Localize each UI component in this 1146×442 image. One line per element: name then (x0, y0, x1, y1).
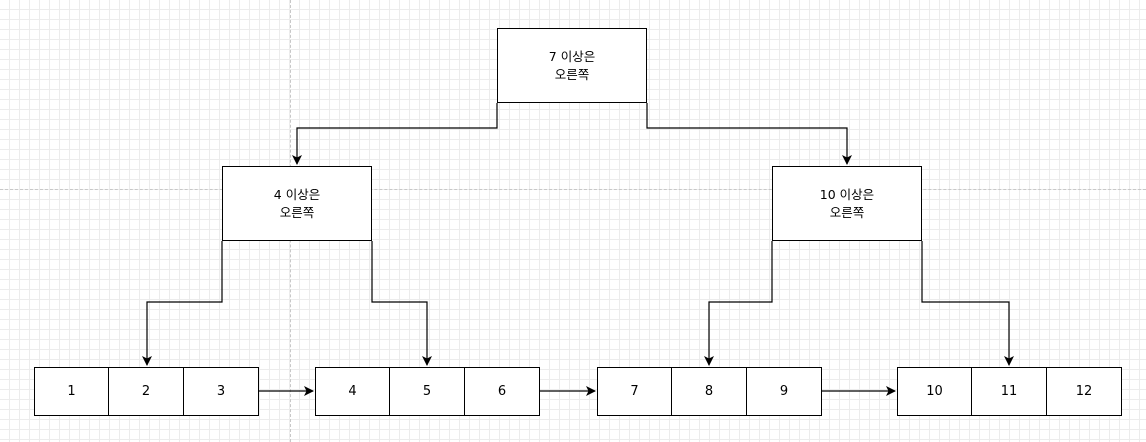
leaf-node-1[interactable]: 1 2 3 (34, 367, 259, 416)
edge-right-node-to-leaf-4 (921, 241, 1014, 366)
leaf-cell: 11 (972, 367, 1047, 416)
leaf-cell: 7 (597, 367, 672, 416)
leaf-cell: 12 (1047, 367, 1122, 416)
right-node-line1: 10 이상은 (819, 186, 875, 202)
left-node-line1: 4 이상은 (273, 186, 321, 202)
root-node-line1: 7 이상은 (548, 48, 596, 64)
root-node-line2: 오른쪽 (554, 66, 590, 82)
leaf-node-3[interactable]: 7 8 9 (597, 367, 822, 416)
leaf-node-4[interactable]: 10 11 12 (897, 367, 1122, 416)
leaf-cell: 5 (390, 367, 465, 416)
leaf-cell: 3 (184, 367, 259, 416)
right-internal-node[interactable]: 10 이상은 오른쪽 (772, 166, 922, 241)
edge-root-to-left-node (292, 103, 498, 165)
left-internal-node[interactable]: 4 이상은 오른쪽 (222, 166, 372, 241)
horizontal-guide-line (0, 189, 1146, 190)
leaf-cell: 8 (672, 367, 747, 416)
leaf-cell: 2 (109, 367, 184, 416)
edge-right-node-to-leaf-3 (704, 241, 773, 366)
leaf-cell: 4 (315, 367, 390, 416)
edge-root-to-right-node (646, 103, 852, 165)
right-node-line2: 오른쪽 (829, 204, 865, 220)
leaf-cell: 6 (465, 367, 540, 416)
left-node-line2: 오른쪽 (279, 204, 315, 220)
edge-left-node-to-leaf-1 (142, 241, 223, 366)
leaf-cell: 1 (34, 367, 109, 416)
leaf-cell: 10 (897, 367, 972, 416)
leaf-cell: 9 (747, 367, 822, 416)
edge-left-node-to-leaf-2 (371, 241, 432, 366)
root-node[interactable]: 7 이상은 오른쪽 (497, 28, 647, 103)
leaf-node-2[interactable]: 4 5 6 (315, 367, 540, 416)
